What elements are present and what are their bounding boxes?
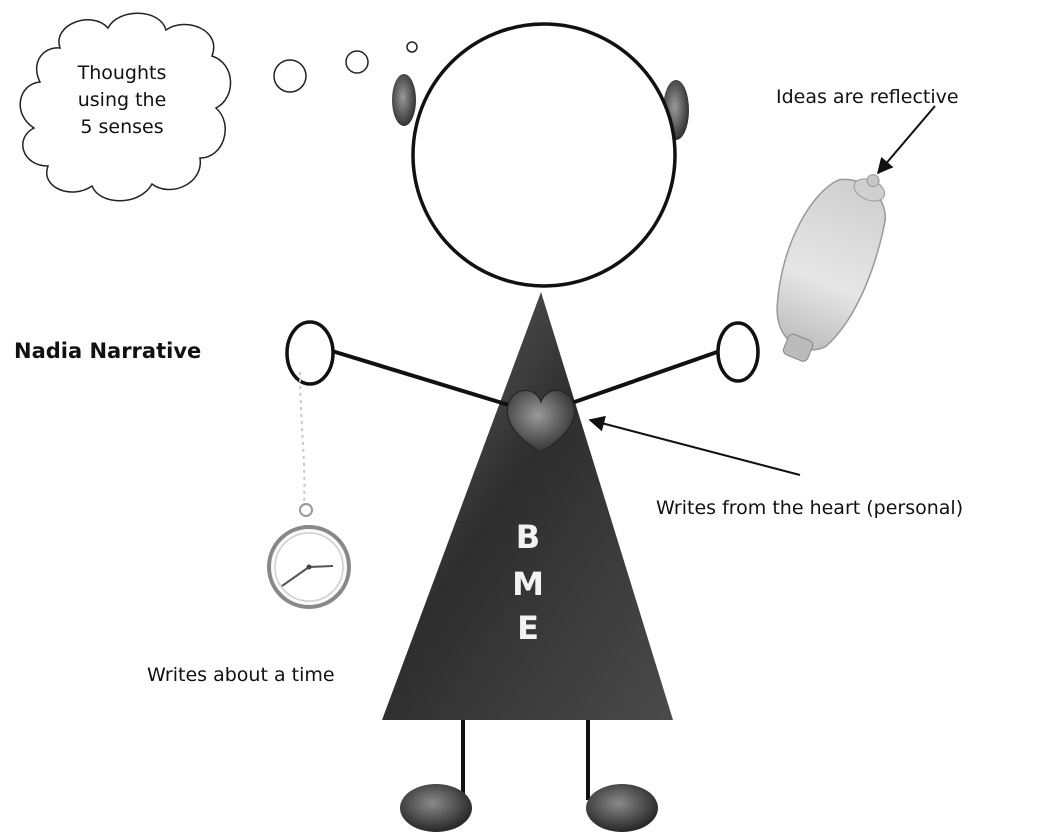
thought-line-3: 5 senses [62, 114, 182, 141]
idea-bulb-icon [751, 155, 905, 372]
heart-arrow [590, 420, 800, 475]
body-letter-e: E [508, 609, 548, 647]
watch-chain [300, 372, 304, 506]
thought-cloud-text: Thoughts using the 5 senses [62, 60, 182, 141]
body-letter-m: M [508, 565, 548, 603]
left-foot [400, 784, 472, 832]
left-ear [392, 74, 416, 126]
pocket-watch-icon [269, 504, 349, 607]
right-foot [586, 784, 658, 832]
body-letter-b: B [508, 518, 548, 556]
heart-annotation: Writes from the heart (personal) [656, 497, 963, 519]
left-hand [287, 322, 333, 384]
head [413, 24, 675, 286]
right-arm [566, 351, 720, 405]
ideas-annotation: Ideas are reflective [776, 86, 959, 108]
right-hand [718, 323, 758, 381]
left-arm [332, 351, 512, 406]
character-name: Nadia Narrative [14, 339, 201, 363]
thought-bubble-medium [346, 51, 368, 73]
body-triangle [382, 292, 673, 720]
thought-line-2: using the [62, 87, 182, 114]
thought-line-1: Thoughts [62, 60, 182, 87]
time-annotation: Writes about a time [147, 664, 335, 686]
ideas-arrow [878, 106, 935, 173]
thought-bubble-small [407, 42, 417, 52]
thought-bubble-large [274, 60, 306, 92]
